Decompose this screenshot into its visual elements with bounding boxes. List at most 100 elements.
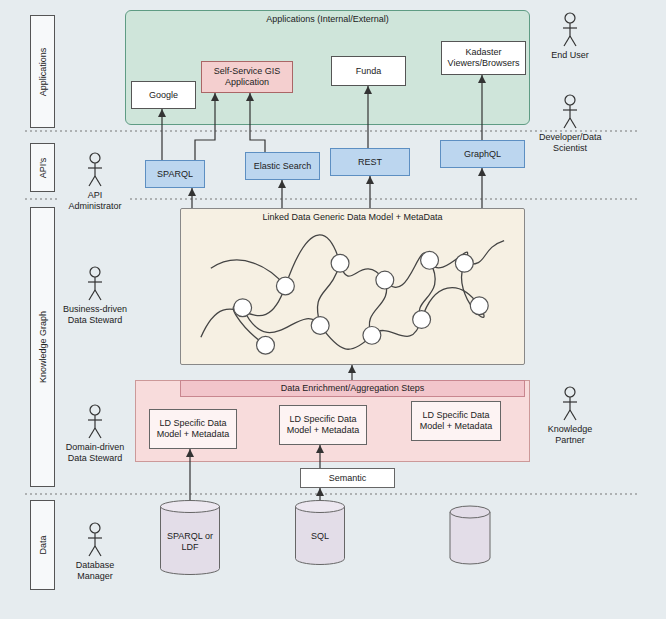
database-cylinder: SPARQL or LDF bbox=[160, 500, 220, 575]
generic-model-box: Linked Data Generic Data Model + MetaDat… bbox=[180, 208, 525, 365]
database-cylinder: SQL bbox=[295, 500, 345, 565]
graph-node bbox=[276, 277, 294, 295]
graph-node bbox=[470, 297, 488, 315]
svg-part bbox=[563, 109, 577, 110]
svg-part bbox=[569, 105, 570, 118]
stick-figure bbox=[563, 387, 577, 420]
svg-part bbox=[90, 153, 100, 163]
box-label: GraphQL bbox=[464, 149, 501, 160]
svg-part bbox=[90, 267, 100, 277]
api-box: GraphQL bbox=[440, 140, 525, 168]
layer-title: Data bbox=[37, 535, 48, 554]
specific-model-box: LD Specific Data Model + Metadata bbox=[411, 401, 501, 441]
flow-arrow bbox=[369, 176, 370, 208]
graph-nodes bbox=[234, 251, 489, 354]
svg-part bbox=[563, 401, 577, 402]
box-label: SPARQL or LDF bbox=[163, 531, 217, 553]
graph-node bbox=[311, 317, 329, 335]
svg-part bbox=[95, 428, 101, 438]
graph-illustration bbox=[181, 209, 524, 364]
actor-label: Knowledge Partner bbox=[538, 424, 602, 446]
graph-node bbox=[455, 254, 473, 272]
layer-title: Applications bbox=[37, 47, 48, 96]
flow-arrow bbox=[191, 188, 192, 208]
stick-figure bbox=[88, 523, 102, 556]
graph-link bbox=[243, 288, 480, 350]
svg-part bbox=[570, 118, 576, 128]
actor-label: API Administrator bbox=[60, 190, 130, 212]
cylinder-top bbox=[161, 501, 220, 513]
svg-part bbox=[94, 415, 95, 428]
svg-part bbox=[569, 23, 570, 36]
layer-band: Knowledge Graph bbox=[30, 207, 55, 487]
container-title: Linked Data Generic Data Model + MetaDat… bbox=[181, 209, 524, 223]
layer-band: Applications bbox=[30, 15, 55, 128]
svg-part bbox=[88, 281, 102, 282]
box-label: Elastic Search bbox=[254, 161, 312, 172]
flow-arrow bbox=[319, 488, 320, 500]
svg-part bbox=[95, 546, 101, 556]
app-box: Google bbox=[131, 81, 196, 109]
svg-part bbox=[564, 410, 570, 420]
stick-figure bbox=[88, 153, 102, 186]
graph-node bbox=[363, 326, 381, 344]
graph-node bbox=[257, 336, 275, 354]
svg-part bbox=[94, 533, 95, 546]
svg-part bbox=[565, 95, 575, 105]
app-box: Self-Service GIS Application bbox=[201, 61, 293, 93]
separator-line bbox=[25, 494, 640, 495]
flow-arrow bbox=[281, 180, 282, 208]
specific-model-box: LD Specific Data Model + Metadata bbox=[149, 409, 237, 449]
box-label: Kadaster Viewers/Browsers bbox=[446, 47, 521, 69]
box-label: Self-Service GIS Application bbox=[206, 66, 288, 88]
layer-title: API's bbox=[37, 157, 48, 178]
cylinder-body bbox=[296, 506, 345, 565]
container-title: Applications (Internal/External) bbox=[126, 11, 529, 25]
specific-model-box: LD Specific Data Model + Metadata bbox=[279, 405, 367, 445]
graph-node bbox=[421, 251, 439, 269]
svg-part bbox=[95, 176, 101, 186]
apps-container: Applications (Internal/External) Google Se… bbox=[125, 10, 530, 125]
graph-links bbox=[201, 235, 504, 349]
graph-link bbox=[201, 235, 484, 337]
stick-figure bbox=[88, 267, 102, 300]
layer-title: Knowledge Graph bbox=[37, 311, 48, 383]
box-label: LD Specific Data Model + Metadata bbox=[416, 410, 496, 432]
svg-part bbox=[89, 546, 95, 556]
stick-figure bbox=[88, 405, 102, 438]
svg-part bbox=[570, 36, 576, 46]
svg-part bbox=[565, 387, 575, 397]
box-label: LD Specific Data Model + Metadata bbox=[154, 418, 232, 440]
actor-label: Database Manager bbox=[60, 560, 130, 582]
box-label: SQL bbox=[311, 531, 329, 542]
flow-arrow bbox=[481, 168, 482, 208]
svg-part bbox=[88, 537, 102, 538]
graph-link bbox=[211, 260, 286, 286]
api-box: SPARQL bbox=[145, 160, 205, 188]
svg-part bbox=[88, 419, 102, 420]
graph-node bbox=[331, 254, 349, 272]
box-label: Google bbox=[149, 90, 178, 101]
app-box: Kadaster Viewers/Browsers bbox=[441, 41, 526, 75]
graph-node bbox=[413, 311, 431, 329]
graph-node bbox=[376, 271, 394, 289]
actor-label: Domain-driven Data Steward bbox=[59, 442, 131, 464]
container-title: Data Enrichment/Aggregation Steps bbox=[180, 380, 525, 397]
svg-part bbox=[90, 405, 100, 415]
stick-figure bbox=[563, 13, 577, 46]
actor-label: Developer/Data Scientist bbox=[537, 132, 603, 154]
svg-part bbox=[94, 163, 95, 176]
svg-part bbox=[95, 290, 101, 300]
api-box: REST bbox=[330, 148, 410, 176]
enrichment-container: Data Enrichment/Aggregation Steps LD Spec… bbox=[135, 380, 530, 462]
box-label: Semantic bbox=[329, 473, 367, 484]
svg-part bbox=[563, 27, 577, 28]
cylinder-body bbox=[450, 512, 490, 564]
svg-part bbox=[569, 397, 570, 410]
stick-figure bbox=[563, 95, 577, 128]
separator-lines bbox=[25, 131, 640, 494]
svg-part bbox=[564, 36, 570, 46]
semantic-box: Semantic bbox=[300, 468, 395, 488]
